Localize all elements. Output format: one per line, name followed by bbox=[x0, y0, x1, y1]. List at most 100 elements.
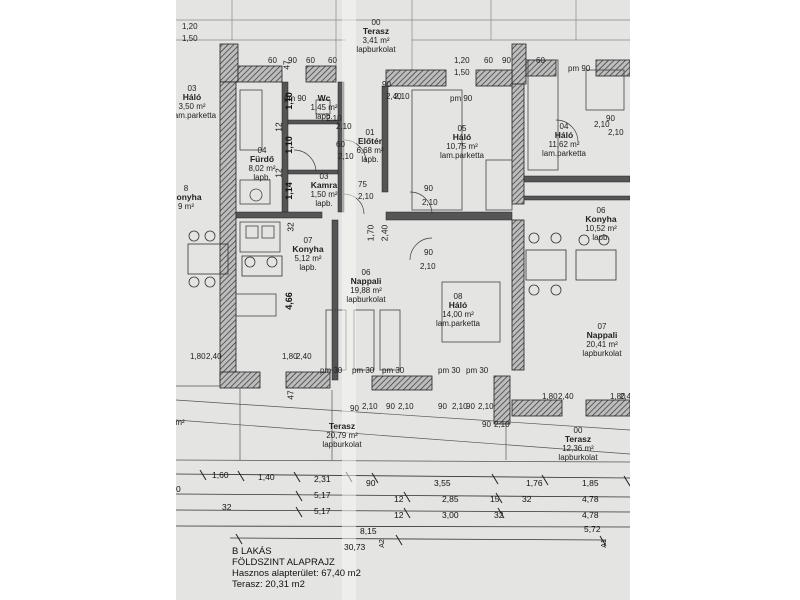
door-window-label: 2,40 bbox=[296, 352, 312, 361]
dim-row-2: 12 bbox=[394, 494, 404, 504]
door-window-label: 60 bbox=[336, 140, 345, 149]
door-window-label: 2,40 bbox=[206, 352, 222, 361]
door-window-label: 2,40 bbox=[386, 92, 402, 101]
dim-row-1: 90 bbox=[366, 478, 376, 488]
door-window-label: 2,10 bbox=[494, 420, 510, 429]
door-window-label: 1,50 bbox=[454, 68, 470, 77]
door-window-label: 2,10 bbox=[326, 114, 342, 123]
dim-marker: A2 bbox=[378, 539, 386, 548]
dim-row-1: 3,55 bbox=[434, 478, 451, 488]
dim-row-4: 8,15 bbox=[360, 526, 377, 536]
dimension-lines bbox=[176, 473, 630, 541]
door-window-label: 90 bbox=[424, 248, 433, 257]
title-usable-area: Hasznos alapterület: 67,40 m2 bbox=[232, 568, 361, 579]
door-window-label: 60 bbox=[484, 56, 493, 65]
dim-row-1: 0 bbox=[176, 484, 181, 494]
door-window-label: 1,80 bbox=[542, 392, 558, 401]
dim-row-1: 1,76 bbox=[526, 478, 543, 488]
door-window-label: 60 bbox=[268, 56, 277, 65]
door-window-label: 1,80 bbox=[190, 352, 206, 361]
door-window-label: 2,10 bbox=[594, 120, 610, 129]
door-window-label: pm 90 bbox=[450, 94, 473, 103]
door-window-label: 90 bbox=[466, 402, 475, 411]
dim-row-1: 1,85 bbox=[582, 478, 599, 488]
wall-dim: 32 bbox=[285, 222, 296, 232]
dim-row-1: 1,60 bbox=[212, 470, 229, 480]
wall-dim: 47 bbox=[285, 390, 296, 400]
door-window-label: 2,10 bbox=[358, 192, 374, 201]
dim-row-2: 15 bbox=[490, 494, 500, 504]
door-window-label: 2,40 bbox=[558, 392, 574, 401]
door-window-label: 1,80 bbox=[282, 352, 298, 361]
title-block: B LAKÁS FÖLDSZINT ALAPRAJZ Hasznos alapt… bbox=[232, 546, 361, 590]
title-apartment: B LAKÁS bbox=[232, 546, 272, 557]
dim-row-3: 32 bbox=[222, 502, 232, 512]
door-window-label: 90 bbox=[288, 56, 297, 65]
room-konyha-left: 8Konyha 9 m² bbox=[176, 184, 202, 211]
top-neighbour-lines bbox=[176, 0, 630, 70]
outer-walls bbox=[219, 43, 630, 425]
dim-row-2: 4,78 bbox=[582, 494, 599, 504]
door-window-label: 90 bbox=[424, 184, 433, 193]
floor-plan-drawing bbox=[176, 0, 630, 600]
dim-row-3: 12 bbox=[394, 510, 404, 520]
wall-dim: 2,40 bbox=[379, 224, 390, 242]
dim-row-1: 2,31 bbox=[314, 474, 331, 484]
door-window-label: 2,10 bbox=[362, 402, 378, 411]
wall-dim: 4,66 bbox=[283, 292, 294, 310]
dim-row-2: 2,85 bbox=[442, 494, 459, 504]
door-window-label: 60 bbox=[328, 56, 337, 65]
site-lines bbox=[176, 385, 630, 463]
door-window-label: 90 bbox=[386, 402, 395, 411]
door-window-label: 90 bbox=[482, 420, 491, 429]
dim-row-4: 5,72 bbox=[584, 524, 601, 534]
door-window-label: 2,10 bbox=[422, 198, 438, 207]
door-window-label: 2,10 bbox=[608, 128, 624, 137]
dim-row-1: 1,40 bbox=[258, 472, 275, 482]
paper-crease bbox=[342, 0, 356, 600]
door-window-label: 1,80 bbox=[610, 392, 626, 401]
door-swings bbox=[293, 119, 579, 261]
door-window-label: 1,20 bbox=[182, 22, 198, 31]
wall-dim: 1,10 bbox=[283, 92, 294, 110]
door-window-label: 75 bbox=[358, 180, 367, 189]
dim-row-3: 32 bbox=[494, 510, 504, 520]
wall-dim: 1,70 bbox=[365, 224, 376, 242]
dim-row-3: 4,78 bbox=[582, 510, 599, 520]
door-window-label: 2,10 bbox=[398, 402, 414, 411]
wall-dim: 12 bbox=[273, 168, 284, 178]
door-window-label: 2,10 bbox=[394, 92, 410, 101]
door-window-label: 2,10 bbox=[478, 402, 494, 411]
door-window-label: 90 bbox=[606, 114, 615, 123]
wall-dim: 1,10 bbox=[283, 136, 294, 154]
door-window-label: pm 30 bbox=[382, 366, 405, 375]
door-window-label: 1,50 bbox=[182, 34, 198, 43]
door-window-label: 2,40 bbox=[620, 392, 630, 401]
dim-row-3: 3,00 bbox=[442, 510, 459, 520]
door-window-label: 90 bbox=[438, 402, 447, 411]
door-window-label: 2,10 bbox=[336, 122, 352, 131]
dim-row-2: 5,17 bbox=[314, 490, 331, 500]
door-window-label: pm 30 bbox=[466, 366, 489, 375]
door-window-label: 2,10 bbox=[338, 152, 354, 161]
wall-dim: 12 bbox=[273, 122, 284, 132]
door-window-label: 90 bbox=[350, 404, 359, 413]
dim-row-total: 30,73 bbox=[344, 542, 366, 552]
door-window-label: 60 bbox=[536, 56, 545, 65]
door-window-label: 60 bbox=[306, 56, 315, 65]
door-window-label: pm 30 bbox=[320, 366, 343, 375]
door-window-label: pm 30 bbox=[352, 366, 375, 375]
interior-walls bbox=[235, 81, 630, 381]
